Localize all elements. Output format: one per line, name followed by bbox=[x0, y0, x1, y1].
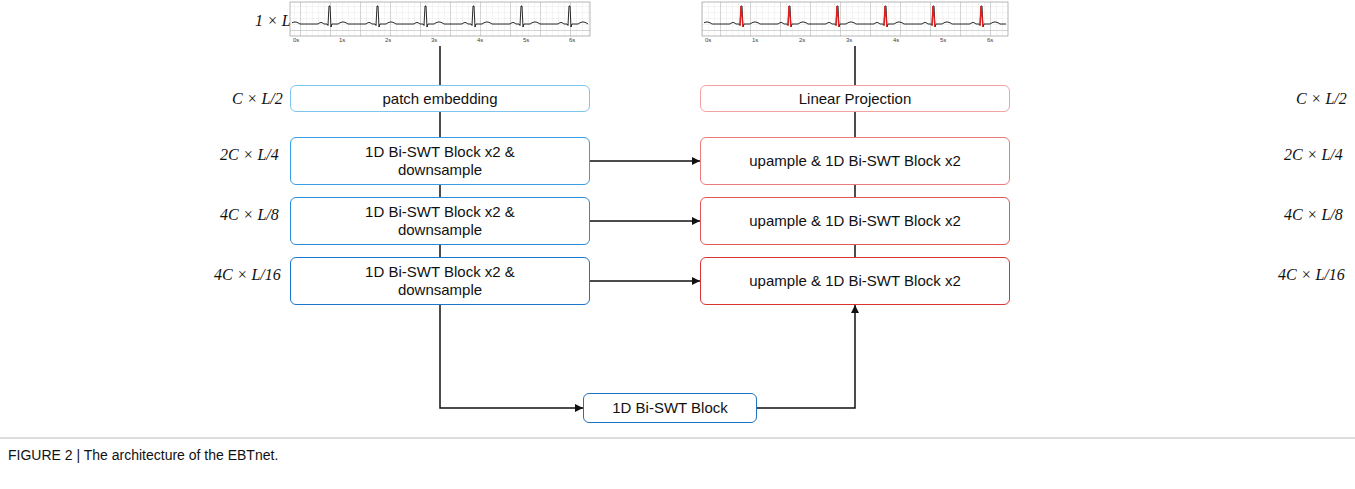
connector bbox=[439, 112, 441, 137]
time-tick: 0s bbox=[705, 37, 711, 43]
tensor-shape: 2C × L/4 bbox=[1284, 146, 1343, 164]
input-line bbox=[439, 46, 441, 85]
encoder-block: 1D Bi-SWT Block bbox=[583, 393, 757, 423]
time-tick: 1s bbox=[339, 37, 345, 43]
caption-rule bbox=[0, 438, 1355, 439]
encoder-block: patch embedding bbox=[290, 85, 590, 112]
block-label: 1D Bi-SWT Block x2 & downsample bbox=[351, 143, 529, 179]
block-label: upample & 1D Bi-SWT Block x2 bbox=[749, 152, 960, 170]
ecg-trace bbox=[704, 6, 1006, 27]
tensor-shape: 4C × L/16 bbox=[214, 266, 281, 284]
time-tick: 3s bbox=[846, 37, 852, 43]
tensor-shape: 4C × L/16 bbox=[1278, 266, 1345, 284]
decoder-block: upample & 1D Bi-SWT Block x2 bbox=[700, 137, 1010, 185]
tensor-shape: 2C × L/4 bbox=[220, 146, 279, 164]
block-label: 1D Bi-SWT Block bbox=[612, 399, 728, 417]
block-label: 1D Bi-SWT Block x2 & downsample bbox=[351, 203, 529, 239]
tensor-shape: 1 × L bbox=[255, 12, 291, 30]
block-label: Linear Projection bbox=[799, 90, 912, 108]
connector bbox=[854, 185, 856, 197]
time-tick: 0s bbox=[293, 37, 299, 43]
time-tick: 3s bbox=[431, 37, 437, 43]
output-line bbox=[854, 46, 856, 85]
time-tick: 2s bbox=[385, 37, 391, 43]
time-tick: 6s bbox=[987, 37, 993, 43]
r-peak-mark bbox=[932, 6, 935, 27]
ecg-line bbox=[704, 6, 1006, 27]
tensor-shape: 4C × L/8 bbox=[1284, 206, 1343, 224]
encoder-block: 1D Bi-SWT Block x2 & downsample bbox=[290, 257, 590, 305]
block-label: 1D Bi-SWT Block x2 & downsample bbox=[351, 263, 529, 299]
ecg-grid bbox=[290, 2, 590, 36]
tensor-shape: C × L/2 bbox=[232, 90, 283, 108]
tensor-shape: 4C × L/8 bbox=[220, 206, 279, 224]
r-peak-mark bbox=[980, 6, 983, 27]
encoder-block: 1D Bi-SWT Block x2 & downsample bbox=[290, 137, 590, 185]
connector bbox=[854, 245, 856, 257]
ecg-trace bbox=[292, 6, 588, 27]
connector bbox=[854, 112, 856, 137]
decoder-block: upample & 1D Bi-SWT Block x2 bbox=[700, 257, 1010, 305]
time-tick: 1s bbox=[752, 37, 758, 43]
time-tick: 4s bbox=[477, 37, 483, 43]
connector bbox=[439, 245, 441, 257]
connector bbox=[439, 185, 441, 197]
block-label: upample & 1D Bi-SWT Block x2 bbox=[749, 272, 960, 290]
connector bbox=[757, 305, 855, 408]
time-tick: 5s bbox=[523, 37, 529, 43]
block-label: upample & 1D Bi-SWT Block x2 bbox=[749, 212, 960, 230]
r-peak-mark bbox=[836, 6, 839, 27]
r-peak-mark bbox=[788, 6, 791, 27]
ecg-grid bbox=[702, 2, 1008, 36]
time-tick: 4s bbox=[893, 37, 899, 43]
encoder-block: 1D Bi-SWT Block x2 & downsample bbox=[290, 197, 590, 245]
time-tick: 5s bbox=[940, 37, 946, 43]
r-peak-mark bbox=[884, 6, 887, 27]
decoder-block: upample & 1D Bi-SWT Block x2 bbox=[700, 197, 1010, 245]
connector bbox=[590, 280, 700, 282]
tensor-shape: C × L/2 bbox=[1296, 90, 1347, 108]
time-tick: 6s bbox=[569, 37, 575, 43]
time-tick: 2s bbox=[799, 37, 805, 43]
block-label: patch embedding bbox=[382, 90, 497, 108]
ecg-line bbox=[292, 6, 588, 27]
connector bbox=[590, 160, 700, 162]
r-peak-mark bbox=[740, 6, 743, 27]
decoder-block: Linear Projection bbox=[700, 85, 1010, 112]
figure-caption: FIGURE 2 | The architecture of the EBTne… bbox=[8, 447, 278, 463]
connector bbox=[440, 305, 583, 408]
connector bbox=[590, 220, 700, 222]
